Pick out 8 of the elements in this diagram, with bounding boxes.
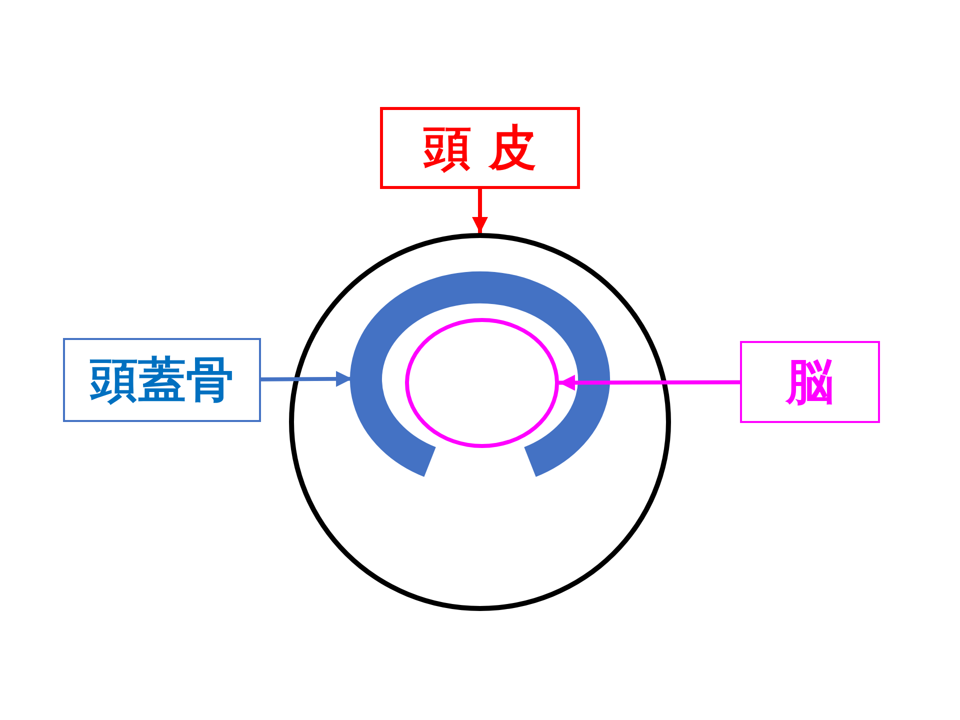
label-box: 脳 — [740, 341, 880, 423]
label-box: 頭 皮 — [380, 107, 580, 189]
brain-ellipse — [405, 318, 559, 448]
arrow — [559, 374, 740, 391]
arrow — [260, 370, 352, 387]
arrow — [472, 189, 488, 233]
label-box: 頭蓋骨 — [63, 338, 261, 422]
head-circle — [289, 233, 671, 611]
